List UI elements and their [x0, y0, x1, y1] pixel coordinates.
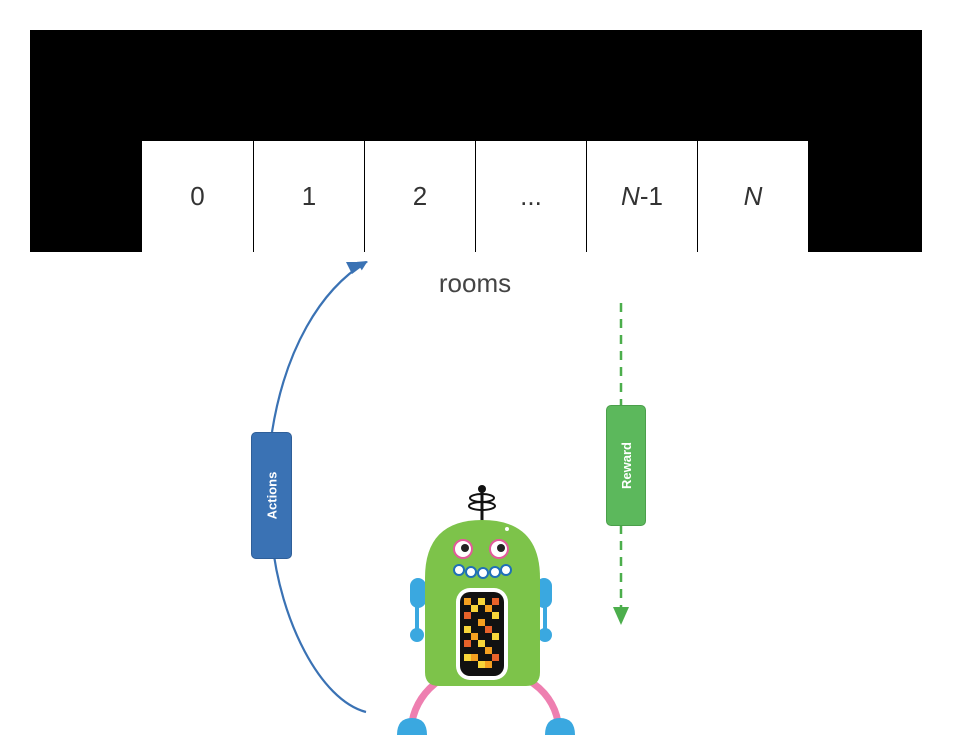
room-n-ital: N [743, 181, 763, 211]
room-2: 2 [364, 141, 475, 252]
rooms-caption: rooms [438, 268, 512, 298]
room-1-label: 1 [301, 181, 317, 211]
room-0: 0 [142, 141, 253, 252]
room-1: 1 [253, 141, 364, 252]
actions-arrow [270, 262, 366, 714]
room-0-label: 0 [190, 181, 205, 211]
room-n-minus-1: N-1 [586, 141, 697, 252]
reward-label-box: Reward [606, 405, 646, 526]
actions-label-box: Actions [251, 432, 292, 559]
room-n: N [697, 141, 808, 252]
room-ellipsis-label: ... [520, 181, 542, 211]
actions-arrowhead-icon [346, 262, 368, 274]
reward-label: Reward [618, 442, 634, 489]
actions-label: Actions [264, 471, 280, 520]
robot-icon [397, 485, 575, 735]
rooms-row: 0 1 2 ... N-1 N [142, 141, 808, 252]
room-n-minus-1-label: -1 [639, 181, 663, 211]
room-ellipsis: ... [475, 141, 586, 252]
reward-arrowhead-icon [613, 607, 629, 625]
room-n-minus-1-ital: N [621, 181, 640, 211]
room-2-label: 2 [412, 181, 428, 211]
